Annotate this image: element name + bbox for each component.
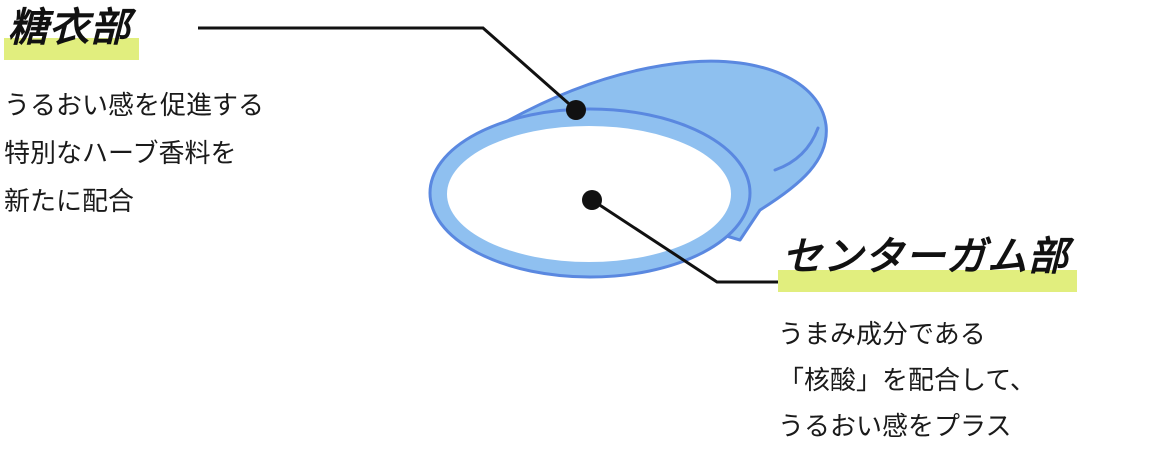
- center-gum-line-3: うるおい感をプラス: [778, 412, 1012, 442]
- coating-line-1: うるおい感を促進する: [4, 91, 265, 121]
- coating-title-highlight: [4, 38, 139, 60]
- coating-title-text: 糖衣部: [8, 5, 131, 51]
- leader-line-coating: [198, 26, 577, 112]
- center-gum-description: うまみ成分である 「核酸」を配合して、 うるおい感をプラス: [778, 312, 1077, 450]
- center-gum-line-1: うまみ成分である: [778, 320, 986, 350]
- gum-body-edge-arc: [773, 126, 820, 172]
- center-gum-label-block: センターガム部 うまみ成分である 「核酸」を配合して、 うるおい感をプラス: [778, 226, 1077, 450]
- coating-label-block: 糖衣部 うるおい感を促進する 特別なハーブ香料を 新たに配合: [4, 0, 264, 226]
- coating-line-2: 特別なハーブ香料を: [4, 139, 237, 169]
- leader-dot-center: [582, 190, 602, 210]
- center-gum-title-highlight: [778, 270, 1077, 292]
- center-gum-title: センターガム部: [778, 226, 1077, 292]
- leader-dot-coating: [566, 100, 586, 120]
- center-gum-line-2: 「核酸」を配合して、: [778, 366, 1036, 396]
- coating-line-3: 新たに配合: [4, 187, 135, 217]
- center-gum-title-text: センターガム部: [782, 234, 1069, 280]
- leader-line-center: [591, 198, 780, 284]
- coating-description: うるおい感を促進する 特別なハーブ香料を 新たに配合: [4, 82, 264, 226]
- coating-title: 糖衣部: [4, 0, 139, 60]
